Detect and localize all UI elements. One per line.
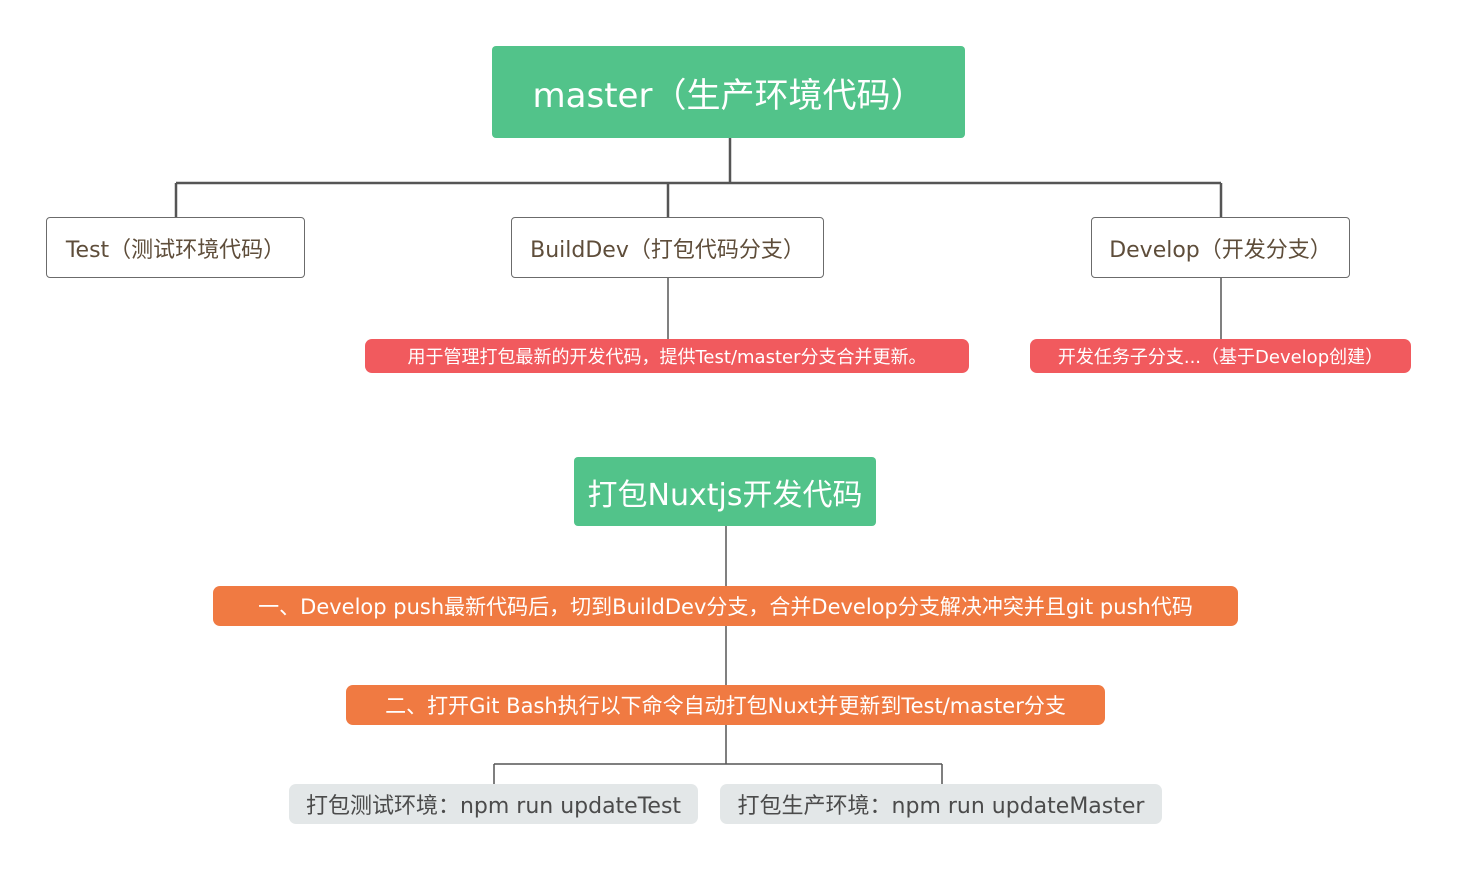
nuxt-build-node: 打包Nuxtjs开发代码 [574,457,876,526]
develop-note-text: 开发任务子分支...（基于Develop创建） [1057,347,1384,368]
builddev-note: 用于管理打包最新的开发代码，提供Test/master分支合并更新。 [365,339,969,373]
nuxt-build-label: 打包Nuxtjs开发代码 [587,477,863,513]
connector-master-branches [174,138,1223,217]
develop-branch-label: Develop（开发分支） [1109,237,1332,263]
build-test-command-node: 打包测试环境：npm run updateTest [289,784,698,824]
builddev-branch-label: BuildDev（打包代码分支） [530,237,805,263]
step-two-node: 二、打开Git Bash执行以下命令自动打包Nuxt并更新到Test/maste… [346,685,1105,725]
test-branch-node: Test（测试环境代码） [46,217,305,278]
develop-branch-node: Develop（开发分支） [1091,217,1350,278]
builddev-note-text: 用于管理打包最新的开发代码，提供Test/master分支合并更新。 [407,347,927,368]
test-branch-label: Test（测试环境代码） [65,237,286,263]
step-one-node: 一、Develop push最新代码后，切到BuildDev分支，合并Devel… [213,586,1238,626]
master-branch-label: master（生产环境代码） [532,75,925,116]
builddev-branch-node: BuildDev（打包代码分支） [511,217,824,278]
connector-step2-leaves [493,725,943,784]
master-branch-node: master（生产环境代码） [492,46,965,138]
develop-note: 开发任务子分支...（基于Develop创建） [1030,339,1411,373]
build-master-command-node: 打包生产环境：npm run updateMaster [720,784,1162,824]
step-two-text: 二、打开Git Bash执行以下命令自动打包Nuxt并更新到Test/maste… [385,694,1066,718]
build-master-command-text: 打包生产环境：npm run updateMaster [737,794,1145,819]
build-test-command-text: 打包测试环境：npm run updateTest [305,794,682,819]
step-one-text: 一、Develop push最新代码后，切到BuildDev分支，合并Devel… [258,595,1193,619]
